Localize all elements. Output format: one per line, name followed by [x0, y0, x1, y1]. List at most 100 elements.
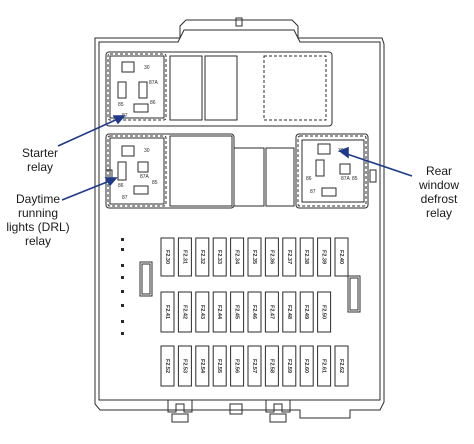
fuse-label: F2.39 [321, 250, 327, 264]
fuse-f2-42: F2.42 [177, 291, 192, 333]
drl-arrowhead [104, 177, 118, 187]
fuse-slot [230, 237, 245, 277]
fuse-label: F2.54 [199, 359, 205, 374]
drl-pin-85: 85 [152, 180, 158, 186]
drl-arrow [61, 179, 113, 201]
fuse-label: F2.37 [286, 250, 292, 264]
fuse-label: F2.35 [251, 250, 257, 264]
fuse-f2-40: F2.40 [334, 237, 349, 277]
fuse-f2-58: F2.58 [264, 345, 279, 387]
fuse-f2-45: F2.45 [230, 291, 245, 333]
fuse-slot [282, 237, 297, 277]
starter-relay-label: Starter relay [10, 146, 70, 174]
fuse-slot [195, 237, 210, 277]
fuse-f2-39: F2.39 [317, 237, 332, 277]
drl-label-line-3: lights (DRL) [6, 220, 70, 234]
starter-label-line-1: Starter [21, 146, 58, 160]
bottom-connectors [167, 400, 291, 423]
fuse-slot [264, 237, 279, 277]
fuse-f2-47: F2.47 [264, 291, 279, 333]
fuse-f2-61: F2.61 [317, 345, 332, 387]
defrost-arrowhead [338, 146, 349, 159]
drl-pin-87a: 87A [140, 174, 150, 180]
fuse-label: F2.57 [251, 359, 257, 373]
fuse-f2-60: F2.60 [299, 345, 314, 387]
fuse-label: F2.42 [181, 305, 187, 319]
fuse-slot [177, 345, 192, 387]
fuse-label: F2.45 [234, 305, 240, 319]
fuse-slot [247, 345, 262, 387]
drl-label-line-2: running [17, 206, 59, 220]
fuse-slot [247, 237, 262, 277]
fuse-f2-53: F2.53 [177, 345, 192, 387]
drl-relay: 30 87A 86 85 87 [109, 137, 165, 205]
starter-label-line-2: relay [26, 160, 53, 174]
fuse-f2-37: F2.37 [282, 237, 297, 277]
fuse-label: F2.52 [164, 359, 170, 373]
fuse-f2-43: F2.43 [195, 291, 210, 333]
fuse-label: F2.59 [286, 359, 292, 373]
fuse-f2-50: F2.50 [317, 291, 332, 333]
fuse-box-housing [94, 17, 385, 419]
fuse-f2-57: F2.57 [247, 345, 262, 387]
fuse-f2-41: F2.41 [160, 291, 175, 333]
fuse-label: F2.38 [303, 250, 309, 264]
fuse-slot [195, 345, 210, 387]
fuse-label: F2.47 [268, 305, 274, 319]
fuse-slot [317, 291, 332, 333]
fuse-label: F2.31 [181, 250, 187, 264]
fuse-f2-36: F2.36 [264, 237, 279, 277]
fuse-slot [195, 291, 210, 333]
fuse-slot [212, 291, 227, 333]
fuse-label: F2.43 [199, 305, 205, 319]
defrost-pin-85: 85 [352, 176, 358, 182]
fuse-locator-dots [121, 238, 124, 335]
fuse-slot [212, 345, 227, 387]
fuse-label: F2.50 [321, 305, 327, 319]
defrost-label-line-1: Rear [425, 164, 452, 178]
fuse-slot [317, 237, 332, 277]
fuse-slot [264, 345, 279, 387]
fuse-f2-49: F2.49 [299, 291, 314, 333]
starter-pin-30: 30 [144, 65, 150, 71]
fuse-f2-30: F2.30 [160, 237, 175, 277]
fuse-f2-34: F2.34 [230, 237, 245, 277]
starter-arrow [57, 117, 121, 147]
defrost-relay-label: Rear window defrost relay [406, 164, 472, 220]
fuse-slot [177, 237, 192, 277]
defrost-label-line-4: relay [425, 206, 452, 220]
fuse-label: F2.49 [303, 305, 309, 319]
fuse-f2-54: F2.54 [195, 345, 210, 387]
fuse-label: F2.53 [181, 359, 187, 373]
defrost-arrow [343, 152, 413, 177]
fuse-label: F2.56 [234, 359, 240, 373]
defrost-pin-87a: 87A [341, 176, 351, 182]
fuse-label: F2.32 [199, 250, 205, 264]
fuse-label: F2.34 [234, 250, 240, 265]
fuse-slot [230, 345, 245, 387]
defrost-label-line-3: defrost [420, 192, 458, 206]
drl-relay-label: Daytime running lights (DRL) relay [0, 192, 76, 248]
fuse-slot [282, 291, 297, 333]
fuse-slot [282, 345, 297, 387]
starter-relay: 30 87A 85 86 87 [109, 55, 165, 119]
starter-pin-86: 86 [150, 100, 156, 106]
fuse-label: F2.46 [251, 305, 257, 319]
drl-label-line-1: Daytime [15, 192, 60, 206]
fuse-slot [299, 237, 314, 277]
fuse-slot [299, 291, 314, 333]
fuse-f2-48: F2.48 [282, 291, 297, 333]
fuse-slot [247, 291, 262, 333]
fuse-slot [264, 291, 279, 333]
fuse-f2-52: F2.52 [160, 345, 175, 387]
fuse-f2-38: F2.38 [299, 237, 314, 277]
starter-arrowhead [112, 115, 126, 125]
fuse-f2-56: F2.56 [230, 345, 245, 387]
fuse-slot [160, 345, 175, 387]
fuse-label: F2.58 [268, 359, 274, 373]
fuse-f2-31: F2.31 [177, 237, 192, 277]
drl-pin-30: 30 [144, 148, 150, 154]
fuse-f2-35: F2.35 [247, 237, 262, 277]
fuse-label: F2.44 [216, 305, 222, 320]
